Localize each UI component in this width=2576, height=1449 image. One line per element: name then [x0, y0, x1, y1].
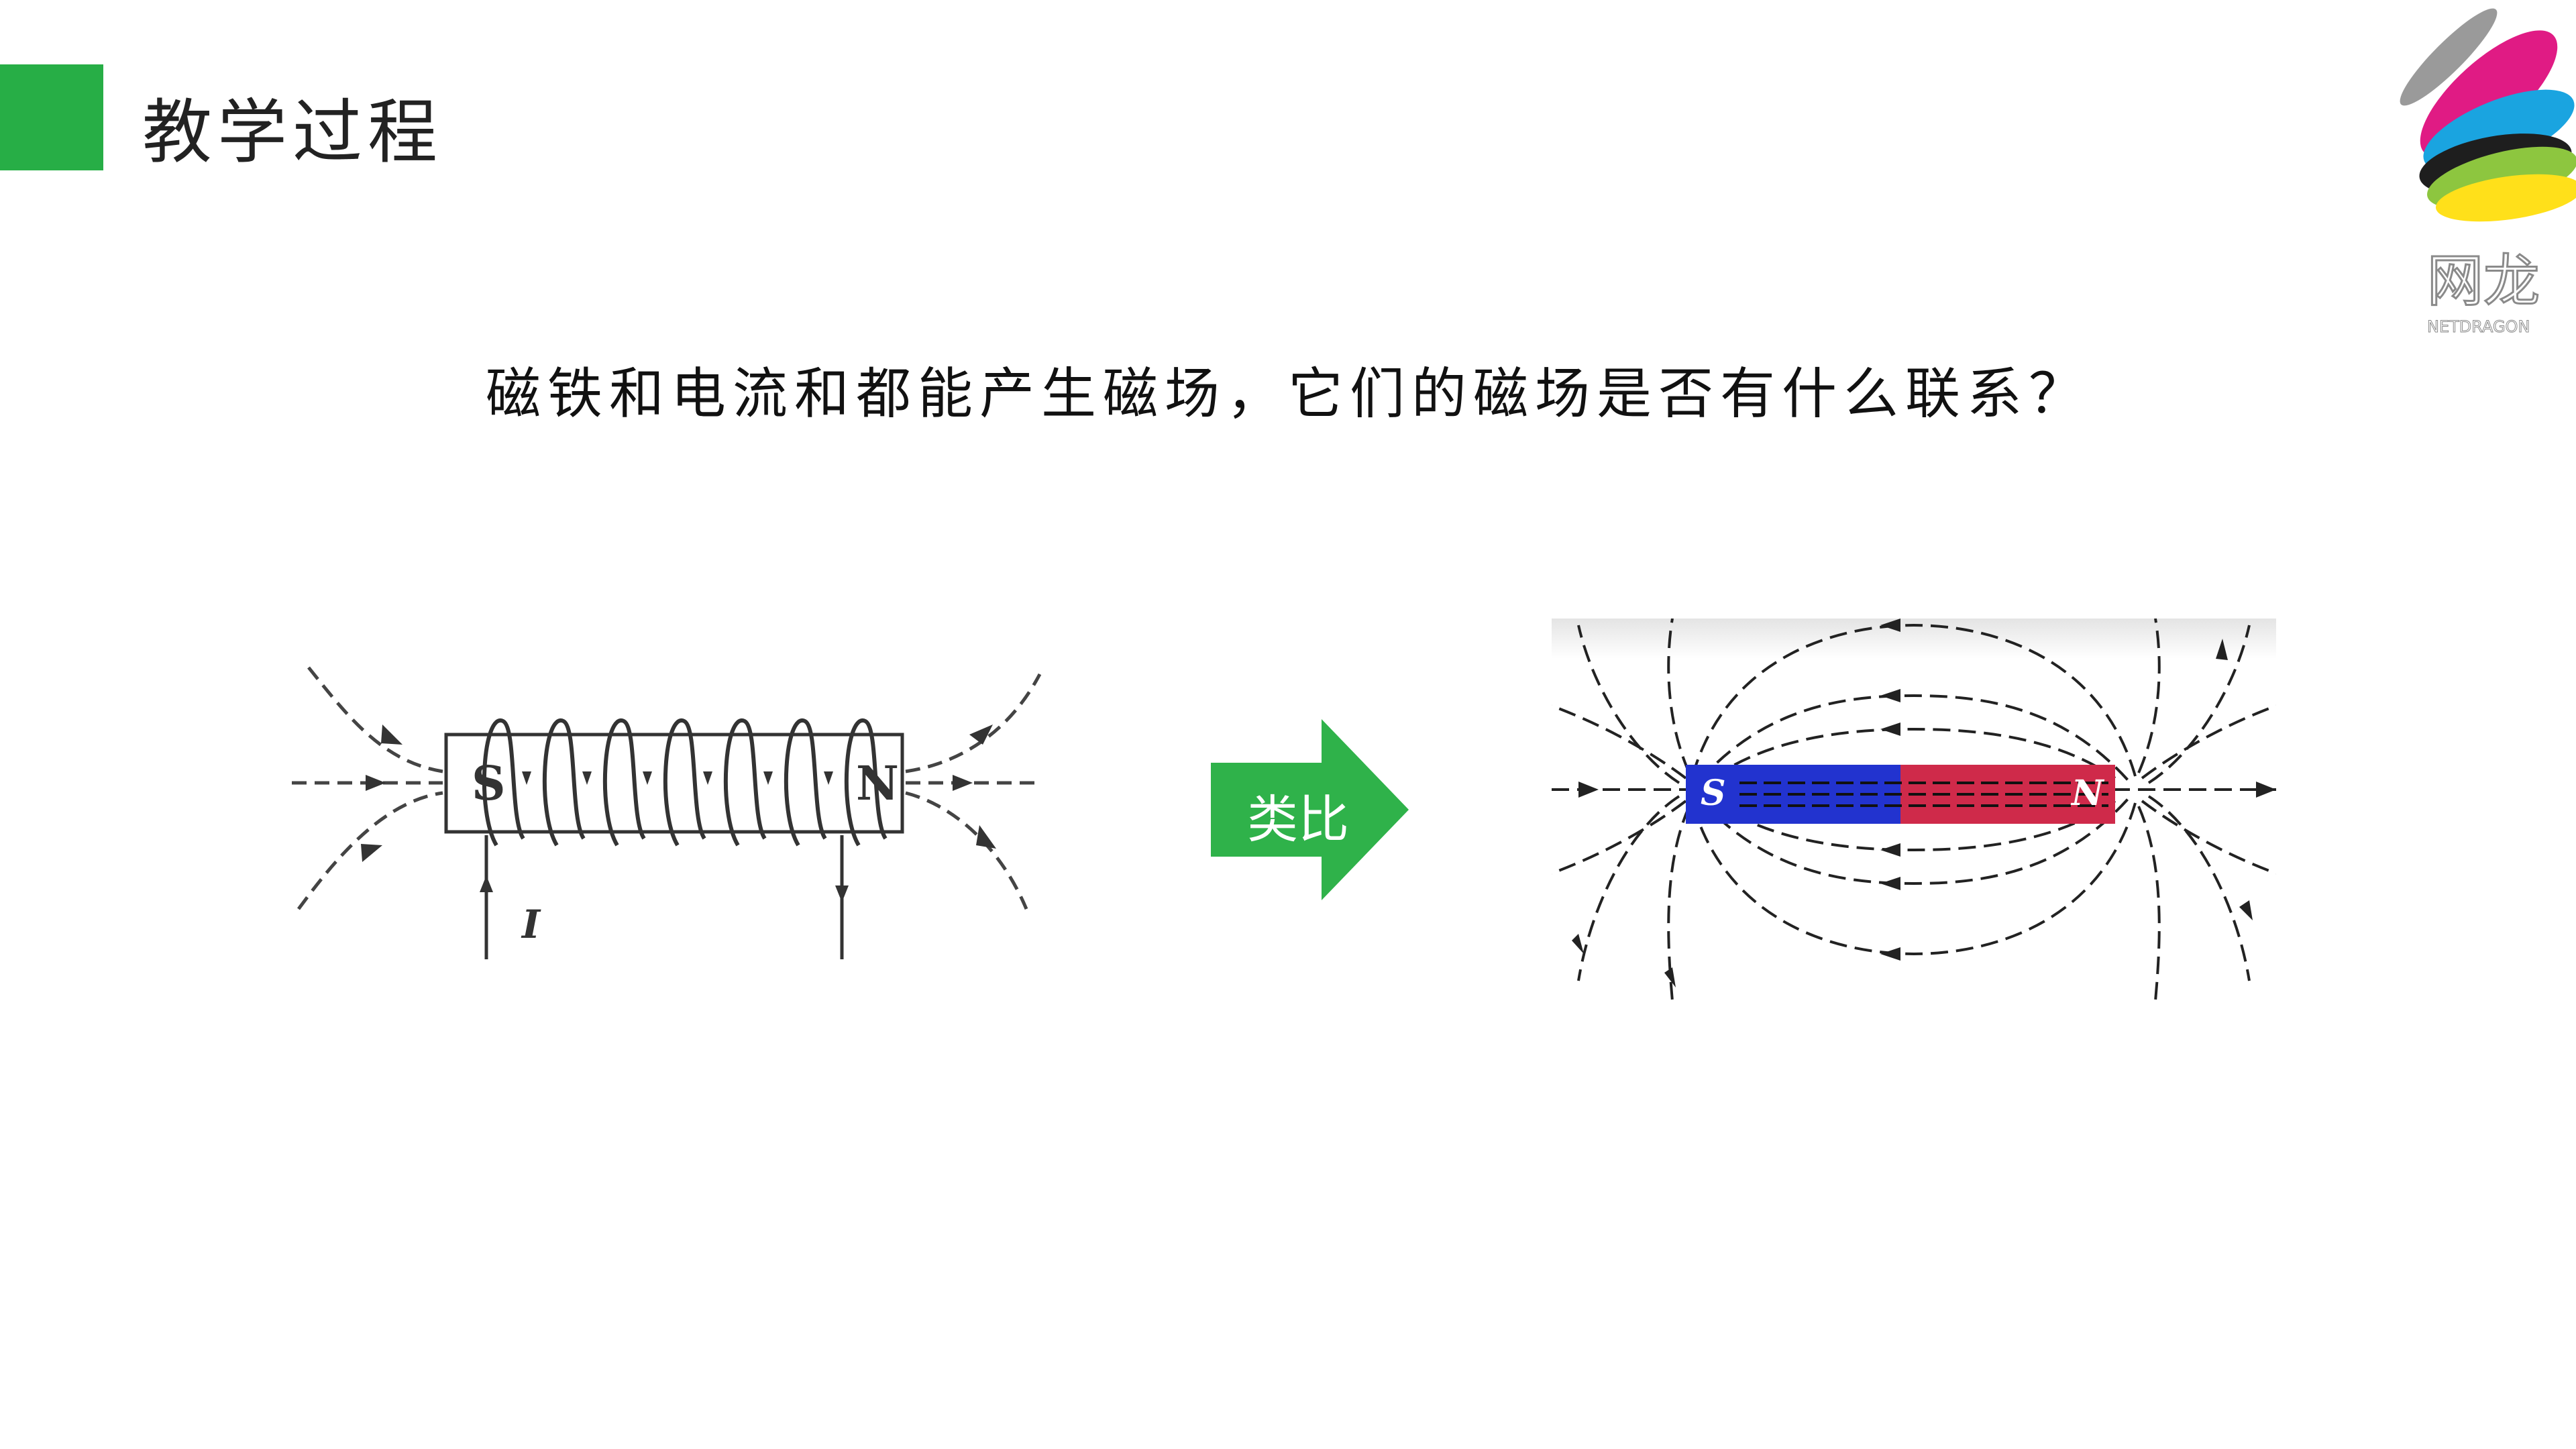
logo-mark	[2400, 8, 2576, 222]
field-arrowheads	[361, 724, 996, 862]
title-accent-block	[0, 64, 103, 170]
bar-magnet-diagram: S N	[1552, 619, 2276, 1001]
analogy-label: 类比	[1247, 790, 1349, 849]
solenoid-coil	[482, 718, 888, 847]
solenoid-diagram: S N I	[292, 666, 1042, 959]
current-label: I	[521, 902, 541, 947]
logo-name-en: NETDRAGON	[2427, 317, 2530, 336]
netdragon-logo: 网龙 NETDRAGON	[2400, 8, 2576, 337]
solenoid-n-pole: N	[856, 755, 899, 811]
magnet-field-arrows	[1572, 619, 2276, 987]
page-title: 教学过程	[142, 91, 443, 173]
magnet-n-pole: N	[2070, 773, 2105, 814]
current-in-arrow	[480, 875, 493, 892]
magnet-s-pole: S	[1701, 773, 1726, 814]
question-text: 磁铁和电流和都能产生磁场，它们的磁场是否有什么联系？	[485, 362, 2090, 426]
solenoid-core	[444, 733, 904, 834]
magnet-inner-lines	[1739, 782, 2108, 807]
coil-arrowheads	[522, 771, 833, 785]
current-out-arrow	[835, 885, 849, 902]
solenoid-s-pole: S	[472, 755, 506, 811]
analogy-arrow	[1211, 719, 1409, 900]
logo-name-cn: 网龙	[2427, 248, 2540, 314]
